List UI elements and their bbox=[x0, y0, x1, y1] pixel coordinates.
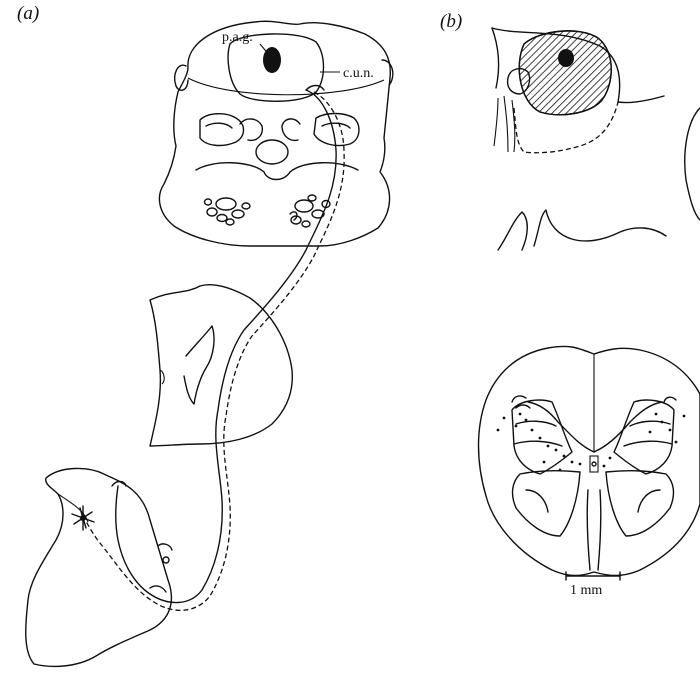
central-canal bbox=[592, 462, 596, 466]
middle-slice-notch bbox=[184, 326, 214, 404]
gray-matter-left bbox=[512, 400, 580, 536]
midbrain-internal-structures bbox=[196, 114, 359, 180]
spinal-slice-lower bbox=[26, 468, 172, 666]
panel-a-label: (a) bbox=[17, 3, 39, 24]
pag-label: p.a.g. bbox=[222, 30, 253, 45]
panel-b-lesion-hatched bbox=[519, 31, 611, 115]
projection-path-dashed bbox=[84, 92, 344, 610]
scale-bar-label: 1 mm bbox=[570, 583, 602, 598]
spinal-cord-outline bbox=[479, 346, 700, 575]
panel-b-fiber-lines bbox=[494, 96, 515, 152]
pontine-nuclei-cluster-left bbox=[205, 198, 251, 225]
dorsal-columns-left bbox=[528, 402, 594, 452]
cun-label: c.u.n. bbox=[343, 66, 374, 81]
projection-path-solid bbox=[116, 90, 336, 603]
brainstem-slice-middle bbox=[150, 285, 292, 446]
panel-b-left-edge bbox=[492, 28, 499, 88]
panel-b-label: (b) bbox=[440, 11, 462, 32]
panel-b-lower-right-arc bbox=[534, 210, 666, 246]
scale-bar bbox=[566, 572, 620, 580]
central-canal-region bbox=[590, 456, 598, 472]
lower-slice-markers bbox=[150, 544, 172, 592]
panel-b-lower-left-arc bbox=[498, 212, 527, 250]
ventral-median-fissure bbox=[587, 490, 601, 570]
gray-matter-right bbox=[606, 400, 674, 536]
injection-site-star bbox=[72, 506, 94, 530]
panel-b-right-edge bbox=[685, 108, 700, 220]
panel-b-aqueduct bbox=[558, 49, 574, 67]
terminal-label-dots bbox=[497, 396, 686, 471]
cun-terminal bbox=[306, 86, 324, 91]
